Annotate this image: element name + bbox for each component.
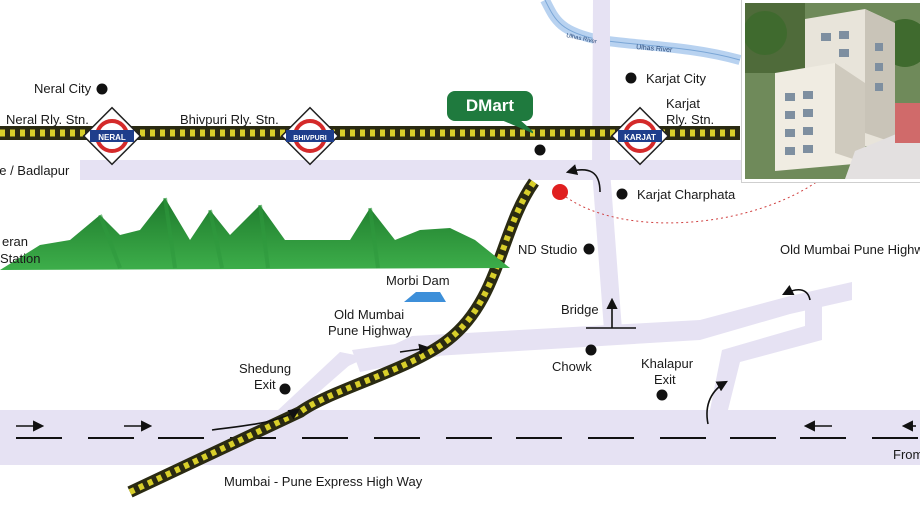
highway-link <box>276 352 360 412</box>
dot-shedung <box>279 383 291 395</box>
dot-neral-city <box>96 83 108 95</box>
station-neral-code: NERAL <box>98 133 126 142</box>
label-karjat-charphata: Karjat Charphata <box>637 187 736 202</box>
building-illustration <box>745 3 920 179</box>
label-old-mumbai-pune-line2: Pune Highway <box>328 323 412 338</box>
label-karjat-stn-line2: Rly. Stn. <box>666 112 715 127</box>
label-neran-line1: eran <box>2 234 29 249</box>
dot-chowk <box>585 344 597 356</box>
label-shedung-line1: Shedung <box>239 361 292 376</box>
label-shedung-line2: Exit <box>254 377 276 392</box>
label-old-mumbai-pune-right: Old Mumbai Pune Highwa <box>780 242 920 257</box>
dmart-badge-shape <box>447 91 533 134</box>
label-chowk: Chowk <box>552 359 592 374</box>
project-building-photo[interactable] <box>742 0 920 182</box>
railway-branch <box>127 178 539 498</box>
label-badlapur: ne / Badlapur <box>0 163 70 178</box>
station-karjat-code: KARJAT <box>624 133 656 142</box>
direction-arrows <box>16 164 916 432</box>
landmark-dots <box>96 72 668 401</box>
dot-karjat-charphata <box>616 188 628 200</box>
label-from: From <box>893 447 920 462</box>
station-bhivpuri-code: BHIVPURI <box>293 135 327 142</box>
label-neral-stn: Neral Rly. Stn. <box>6 112 89 127</box>
station-karjat: KARJAT <box>610 106 670 166</box>
ulhas-river-label: Ulhas River <box>636 44 673 54</box>
karjat-road <box>592 0 622 330</box>
dot-karjat-city <box>625 72 637 84</box>
label-old-mumbai-pune-line1: Old Mumbai <box>334 307 405 322</box>
label-khalapur-line2: Exit <box>654 372 676 387</box>
hills <box>0 197 510 270</box>
label-neral-city: Neral City <box>34 81 92 96</box>
project-location-marker[interactable] <box>552 184 568 200</box>
dmart-landmark[interactable]: DMart <box>447 91 533 134</box>
dot-nd-studio <box>583 243 595 255</box>
station-neral: NERAL <box>82 106 142 166</box>
label-karjat-stn-line1: Karjat <box>666 96 700 111</box>
old-mumbai-pune-highway <box>340 282 852 370</box>
station-bhivpuri: BHIVPURI <box>280 106 340 166</box>
dot-khalapur <box>656 389 668 401</box>
roads <box>0 0 920 465</box>
label-expressway: Mumbai - Pune Express High Way <box>224 474 423 489</box>
morbi-dam-shape <box>404 292 446 302</box>
photo-connector <box>561 171 831 224</box>
dmart-logo-text: DMart <box>465 96 515 115</box>
label-nd-studio: ND Studio <box>518 242 578 257</box>
badlapur-road <box>80 160 745 180</box>
label-neran-line2: Station <box>0 251 41 266</box>
khalapur-link <box>710 300 822 410</box>
dot-dmart <box>534 144 546 156</box>
label-bridge: Bridge <box>561 302 599 317</box>
label-karjat-city: Karjat City <box>646 71 706 86</box>
label-bhivpuri-stn: Bhivpuri Rly. Stn. <box>180 112 279 127</box>
label-khalapur-line1: Khalapur <box>641 356 694 371</box>
label-morbi-dam: Morbi Dam <box>386 273 450 288</box>
